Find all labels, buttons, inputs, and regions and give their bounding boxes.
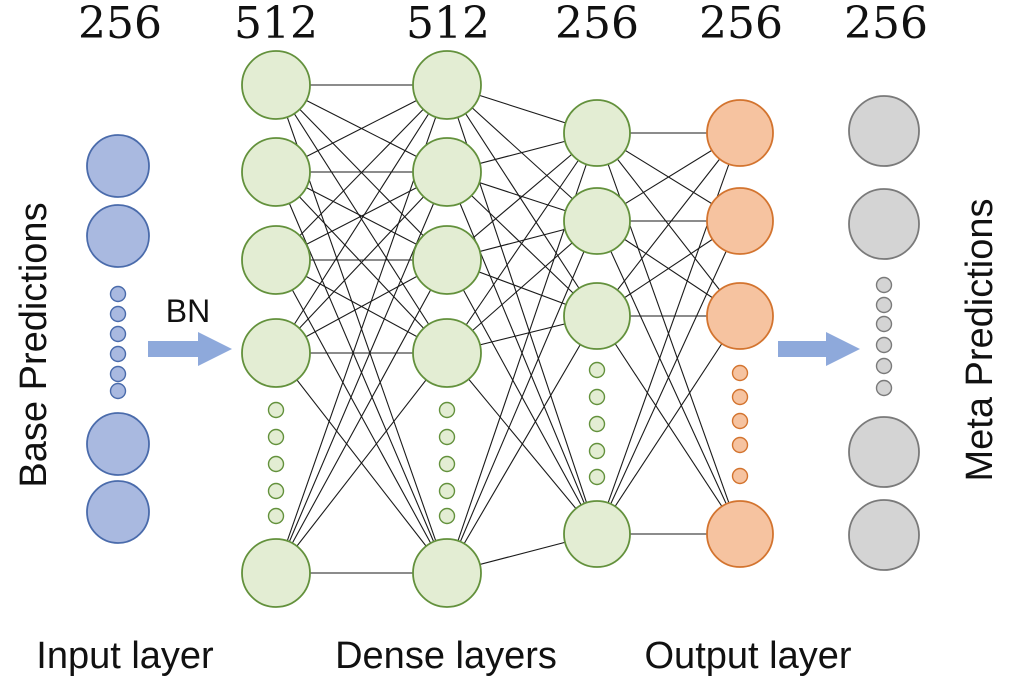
network-nodes bbox=[86, 50, 920, 608]
edge-dense2-0-dense3-2 bbox=[446, 84, 598, 317]
ellipsis-dot-meta-1 bbox=[875, 296, 893, 314]
node-meta-1 bbox=[848, 188, 920, 260]
node-dense3-0 bbox=[563, 99, 631, 167]
ellipsis-dot-dense1-2 bbox=[267, 455, 285, 473]
layer-size-output: 256 bbox=[699, 0, 783, 49]
node-dense2-0 bbox=[412, 50, 482, 120]
edge-dense3-3-output-2 bbox=[596, 315, 741, 535]
ellipsis-dot-dense2-0 bbox=[438, 401, 456, 419]
ellipsis-dot-output-2 bbox=[731, 412, 749, 430]
node-dense3-1 bbox=[563, 187, 631, 255]
ellipsis-dot-input-2 bbox=[109, 325, 127, 343]
ellipsis-dot-dense3-4 bbox=[588, 468, 606, 486]
node-dense2-1 bbox=[412, 137, 482, 207]
ellipsis-dot-dense1-0 bbox=[267, 401, 285, 419]
ellipsis-dot-meta-3 bbox=[875, 336, 893, 354]
ellipsis-dot-output-4 bbox=[731, 467, 749, 485]
arrow-output-icon bbox=[778, 332, 860, 366]
ellipsis-dot-dense3-3 bbox=[588, 442, 606, 460]
ellipsis-dot-output-0 bbox=[731, 364, 749, 382]
ellipsis-dot-output-1 bbox=[731, 388, 749, 406]
node-dense3-2 bbox=[563, 282, 631, 350]
edge-dense1-3-dense2-1 bbox=[275, 171, 448, 354]
edge-dense2-4-dense3-1 bbox=[446, 220, 598, 574]
ellipsis-dot-dense2-4 bbox=[438, 507, 456, 525]
ellipsis-dot-meta-2 bbox=[875, 315, 893, 333]
ellipsis-dot-input-3 bbox=[109, 345, 127, 363]
node-dense2-2 bbox=[412, 225, 482, 295]
node-output-0 bbox=[706, 99, 774, 167]
node-output-1 bbox=[706, 187, 774, 255]
dense-layers-label: Dense layers bbox=[335, 635, 557, 677]
layer-size-meta: 256 bbox=[844, 0, 928, 49]
node-dense1-3 bbox=[241, 318, 311, 388]
node-meta-3 bbox=[848, 499, 920, 571]
ellipsis-dot-meta-4 bbox=[875, 357, 893, 375]
ellipsis-dot-dense3-1 bbox=[588, 388, 606, 406]
connection-edges bbox=[275, 84, 741, 574]
edge-dense1-2-dense2-0 bbox=[275, 84, 448, 261]
ellipsis-dot-dense2-2 bbox=[438, 455, 456, 473]
ellipsis-dot-dense1-1 bbox=[267, 428, 285, 446]
bn-label: BN bbox=[166, 293, 210, 329]
input-layer-label: Input layer bbox=[36, 635, 214, 677]
ellipsis-dot-dense1-3 bbox=[267, 482, 285, 500]
layer-size-dense-3: 256 bbox=[555, 0, 639, 49]
edge-dense2-3-dense3-0 bbox=[446, 132, 598, 354]
node-dense1-4 bbox=[241, 538, 311, 608]
ellipsis-dot-input-4 bbox=[109, 365, 127, 383]
node-meta-0 bbox=[848, 95, 920, 167]
node-dense3-3 bbox=[563, 500, 631, 568]
edge-dense1-3-dense2-0 bbox=[275, 84, 448, 354]
node-meta-2 bbox=[848, 416, 920, 488]
edge-dense3-2-output-0 bbox=[596, 132, 741, 317]
node-input-1 bbox=[86, 204, 150, 268]
edge-dense1-4-dense2-3 bbox=[275, 352, 448, 574]
node-input-2 bbox=[86, 412, 150, 476]
layer-size-input: 256 bbox=[78, 0, 162, 49]
ellipsis-dots bbox=[109, 276, 893, 525]
arrow-bn-icon bbox=[148, 332, 232, 366]
node-input-3 bbox=[86, 480, 150, 544]
ellipsis-dot-meta-5 bbox=[875, 379, 893, 397]
edge-dense3-3-output-1 bbox=[596, 220, 741, 535]
meta-predictions-label: Meta Predictions bbox=[959, 198, 1001, 481]
ellipsis-dot-output-3 bbox=[731, 436, 749, 454]
layer-size-dense-2: 512 bbox=[406, 0, 490, 49]
ellipsis-dot-dense2-1 bbox=[438, 428, 456, 446]
ellipsis-dot-dense2-3 bbox=[438, 482, 456, 500]
node-input-0 bbox=[86, 134, 150, 198]
layer-size-dense-1: 512 bbox=[234, 0, 318, 49]
node-dense1-0 bbox=[241, 50, 311, 120]
edge-dense1-4-dense2-2 bbox=[275, 259, 448, 574]
node-dense2-3 bbox=[412, 318, 482, 388]
ellipsis-dot-dense3-2 bbox=[588, 415, 606, 433]
node-dense2-4 bbox=[412, 538, 482, 608]
node-output-2 bbox=[706, 282, 774, 350]
ellipsis-dot-input-1 bbox=[109, 305, 127, 323]
edge-dense1-4-dense2-1 bbox=[275, 171, 448, 574]
node-dense1-1 bbox=[241, 137, 311, 207]
ellipsis-dot-dense1-4 bbox=[267, 507, 285, 525]
ellipsis-dot-input-5 bbox=[109, 382, 127, 400]
node-output-3 bbox=[706, 500, 774, 568]
node-dense1-2 bbox=[241, 225, 311, 295]
base-predictions-label: Base Predictions bbox=[13, 202, 55, 487]
ellipsis-dot-input-0 bbox=[109, 285, 127, 303]
output-layer-label: Output layer bbox=[645, 635, 852, 677]
ellipsis-dot-dense3-0 bbox=[588, 361, 606, 379]
ellipsis-dot-meta-0 bbox=[875, 276, 893, 294]
edge-dense2-4-dense3-2 bbox=[446, 315, 598, 574]
